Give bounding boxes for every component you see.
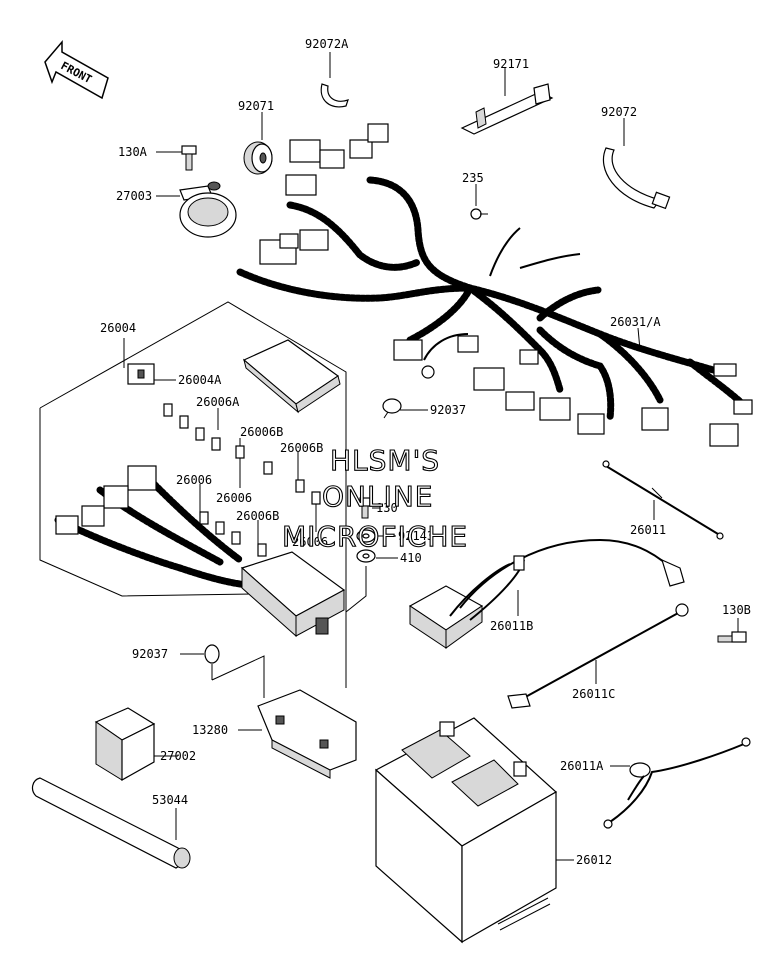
label-26006-1[interactable]: 26006 xyxy=(176,473,212,487)
relay-27002-part xyxy=(94,707,156,782)
hardware-130-92143-410-part xyxy=(356,497,376,563)
label-235[interactable]: 235 xyxy=(462,171,484,185)
label-26006-2[interactable]: 26006 xyxy=(216,491,252,505)
cable-26011a-part xyxy=(603,737,751,829)
label-53044[interactable]: 53044 xyxy=(152,793,188,807)
bracket-13280-part xyxy=(211,655,357,779)
label-92071[interactable]: 92071 xyxy=(238,99,274,113)
label-92072[interactable]: 92072 xyxy=(601,105,637,119)
label-26006b-1[interactable]: 26006B xyxy=(240,425,283,439)
screw-235-part xyxy=(470,208,488,220)
fuse-box-panel xyxy=(39,301,347,688)
front-arrow-icon: FRONT xyxy=(44,39,109,100)
tube-53044-part xyxy=(31,777,191,869)
watermark: HLSM'S ONLINE MICROFICHE xyxy=(281,443,468,553)
label-410[interactable]: 410 xyxy=(400,551,422,565)
band-92072-part xyxy=(602,147,671,210)
grommet-92071-part xyxy=(243,141,273,175)
label-92072a[interactable]: 92072A xyxy=(305,37,349,51)
label-130[interactable]: 130 xyxy=(376,501,398,515)
label-26006b-2[interactable]: 26006B xyxy=(280,441,323,455)
label-26012[interactable]: 26012 xyxy=(576,853,612,867)
cable-26011-part xyxy=(602,460,724,540)
bracket-92171-part xyxy=(460,83,554,135)
label-130a[interactable]: 130A xyxy=(118,145,148,159)
label-26006-3[interactable]: 26006 xyxy=(292,535,328,549)
watermark-line-1: HLSM'S xyxy=(330,444,440,477)
cable-26011c-part xyxy=(507,603,689,709)
label-26004a[interactable]: 26004A xyxy=(178,373,222,387)
label-26011[interactable]: 26011 xyxy=(630,523,666,537)
label-26004[interactable]: 26004 xyxy=(100,321,136,335)
watermark-line-2: ONLINE xyxy=(322,480,433,513)
label-26031a[interactable]: 26031/A xyxy=(610,315,661,329)
horn-27003-part xyxy=(179,181,237,238)
band-92072a-part xyxy=(320,83,349,108)
label-27003[interactable]: 27003 xyxy=(116,189,152,203)
relay-26011b-part xyxy=(408,538,685,649)
label-26011b[interactable]: 26011B xyxy=(490,619,533,633)
watermark-line-3: MICROFICHE xyxy=(282,520,468,553)
label-92037-upper[interactable]: 92037 xyxy=(430,403,466,417)
label-26011a[interactable]: 26011A xyxy=(560,759,604,773)
label-130b[interactable]: 130B xyxy=(722,603,751,617)
battery-26012-part xyxy=(374,717,558,944)
label-26006a[interactable]: 26006A xyxy=(196,395,240,409)
label-92143[interactable]: 92143 xyxy=(398,529,434,543)
bolt-130a-part xyxy=(181,145,197,171)
label-13280[interactable]: 13280 xyxy=(192,723,228,737)
clamp-92037-upper-part xyxy=(382,398,402,419)
label-92171[interactable]: 92171 xyxy=(493,57,529,71)
label-26006b-3[interactable]: 26006B xyxy=(236,509,279,523)
clamp-92037-lower-part xyxy=(204,644,220,680)
label-92037-lower[interactable]: 92037 xyxy=(132,647,168,661)
main-harness-26031a-part xyxy=(236,123,753,447)
label-26011c[interactable]: 26011C xyxy=(572,687,615,701)
label-27002[interactable]: 27002 xyxy=(160,749,196,763)
bolt-130b-part xyxy=(717,631,747,643)
